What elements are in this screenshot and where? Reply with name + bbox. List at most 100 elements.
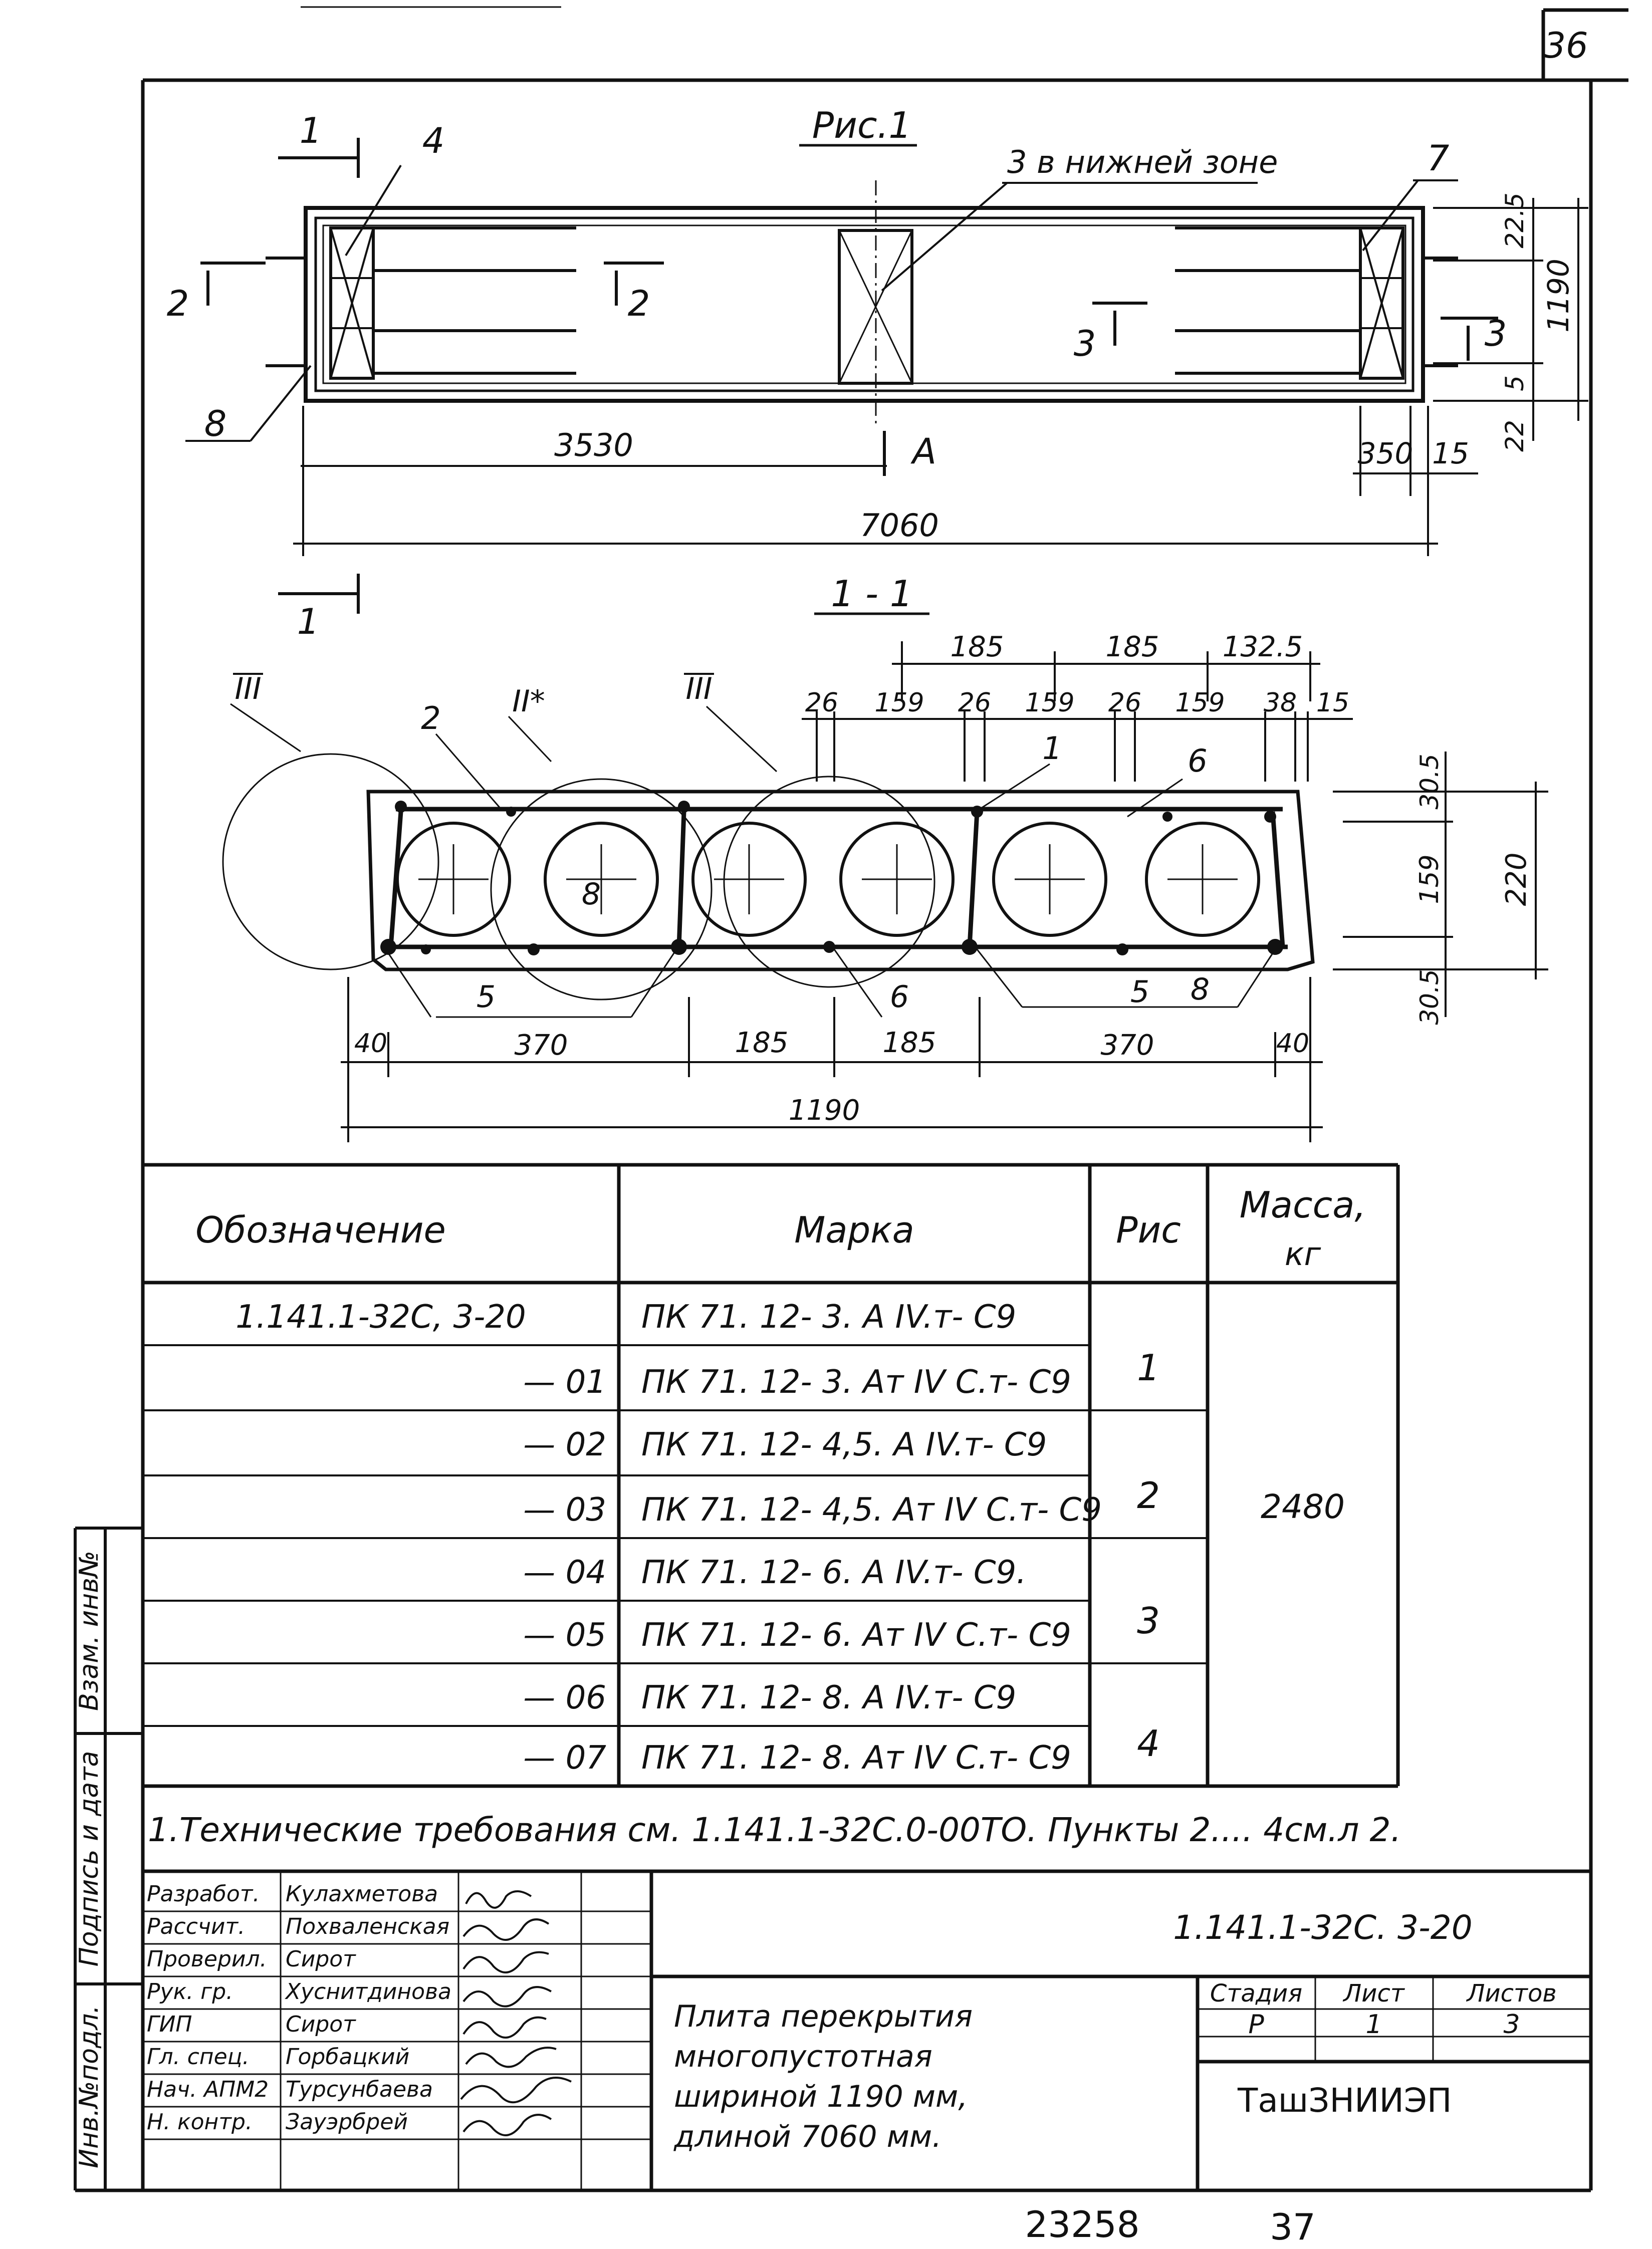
top-dim-2-2: 26 — [958, 688, 991, 718]
callout-8: 8 — [204, 403, 227, 444]
cut-3-right: 3 — [1485, 313, 1507, 354]
cut-1-top: 1 — [300, 110, 322, 151]
row-7-designation: — 07 — [523, 1739, 606, 1777]
top-dim-2-7: 15 — [1316, 688, 1349, 718]
dim-15: 15 — [1432, 436, 1469, 470]
right-dim-2: 220 — [1500, 853, 1533, 906]
dim-7060: 7060 — [860, 507, 939, 544]
side-stamp: Взам. инв№ Подпись и дата Инв.№подл. — [74, 1527, 143, 2190]
name-2: Сирот — [286, 1946, 356, 1972]
row-5-mark: ПК 71. 12- 6. Ат IV С.т- С9 — [641, 1617, 1071, 1654]
label-1: 1 — [1042, 730, 1062, 767]
label-III-mid: III — [685, 671, 712, 706]
cut-2-right: 2 — [628, 283, 650, 324]
view-A-label: А — [910, 431, 936, 472]
bottom-dim-total: 1190 — [789, 1094, 860, 1127]
bottom-left-number: 23258 — [1025, 2203, 1139, 2245]
right-dim-0: 30.5 — [1415, 754, 1444, 809]
row-4-designation: — 04 — [523, 1554, 606, 1591]
right-dim-1: 159 — [1414, 854, 1445, 904]
top-dim-1-2: 132.5 — [1223, 631, 1303, 663]
cut-1-bottom: 1 — [297, 601, 320, 642]
name-4: Сирот — [286, 2012, 356, 2037]
fig-1: 1 — [1137, 1347, 1160, 1389]
dim-350: 350 — [1358, 436, 1413, 470]
dim-22: 22 — [1500, 420, 1529, 452]
stamp-podpis: Подпись и дата — [74, 1751, 104, 1967]
signatures — [460, 1890, 572, 2136]
role-1: Рассчит. — [147, 1914, 245, 1939]
top-dim-2-3: 159 — [1025, 688, 1074, 718]
top-dim-2-4: 26 — [1108, 688, 1141, 718]
label-III-left: III — [234, 671, 261, 706]
role-0: Разработ. — [147, 1881, 260, 1907]
label-6-top: 6 — [1188, 742, 1207, 779]
top-dim-2-6: 38 — [1264, 688, 1297, 718]
mass-value: 2480 — [1261, 1487, 1345, 1526]
role-5: Гл. спец. — [147, 2044, 250, 2070]
dim-5: 5 — [1500, 375, 1529, 391]
description-0: Плита перекрытия — [674, 1999, 973, 2034]
figure-1-plan: Рис.1 — [167, 104, 1588, 642]
section-1-1: 1 - 1 — [222, 573, 1548, 1142]
doc-code: 1.141.1-32С. 3-20 — [1173, 1908, 1473, 1947]
role-7: Н. контр. — [147, 2109, 253, 2135]
row-1-designation: — 01 — [523, 1364, 606, 1401]
dim-22-5: 22.5 — [1500, 192, 1529, 248]
header-mass: Масса, — [1240, 1184, 1366, 1226]
stage-value: Р — [1248, 2010, 1264, 2040]
role-4: ГИП — [147, 2012, 192, 2037]
top-dim-2-0: 26 — [805, 688, 838, 718]
name-3: Хуснитдинова — [285, 1979, 451, 2005]
bottom-dim-4: 370 — [1101, 1029, 1154, 1062]
top-dim-1-0: 185 — [951, 631, 1004, 663]
top-dim-2-5: 159 — [1175, 688, 1225, 718]
row-3-mark: ПК 71. 12- 4,5. Ат IV С.т- С9 — [641, 1491, 1102, 1529]
spec-table: Обозначение Марка Рис Масса, кг 1.141.1-… — [143, 1163, 1400, 1788]
label-II-star: II* — [512, 684, 545, 719]
name-7: Зауэрбрей — [286, 2109, 408, 2135]
header-designation: Обозначение — [195, 1209, 446, 1251]
description-3: длиной 7060 мм. — [673, 2119, 941, 2154]
bottom-dim-1: 370 — [515, 1029, 568, 1062]
sheet-frame — [75, 6, 1628, 2192]
bottom-dim-0: 40 — [354, 1029, 387, 1059]
stamp-inv: Инв.№подл. — [74, 2005, 104, 2168]
callout-7: 7 — [1427, 138, 1450, 179]
label-2: 2 — [421, 700, 440, 736]
label-8-left: 8 — [582, 877, 601, 912]
description-1: многопустотная — [674, 2039, 932, 2074]
label-6-bottom: 6 — [890, 979, 909, 1015]
label-5-right: 5 — [1130, 974, 1149, 1010]
bottom-right-number: 37 — [1270, 2206, 1316, 2248]
row-0-designation: 1.141.1-32С, 3-20 — [235, 1299, 526, 1336]
row-6-mark: ПК 71. 12- 8. А IV.т- С9 — [641, 1679, 1016, 1716]
figure-1-title: Рис.1 — [812, 104, 912, 146]
fig-4: 4 — [1137, 1722, 1160, 1765]
top-dim-1-1: 185 — [1106, 631, 1159, 663]
row-6-designation: — 06 — [523, 1679, 606, 1716]
fig-3: 3 — [1137, 1600, 1160, 1642]
role-2: Проверил. — [147, 1946, 267, 1972]
stage-label: Стадия — [1210, 1979, 1302, 2008]
dim-3530: 3530 — [554, 427, 633, 463]
dim-1190-vert: 1190 — [1541, 259, 1575, 333]
right-dim-3: 30.5 — [1415, 969, 1444, 1025]
label-5-left: 5 — [477, 979, 496, 1015]
row-7-mark: ПК 71. 12- 8. Ат IV С.т- С9 — [641, 1739, 1071, 1777]
bottom-dim-3: 185 — [883, 1027, 936, 1059]
name-1: Похваленская — [286, 1914, 449, 1939]
name-0: Кулахметова — [286, 1881, 438, 1907]
sheet-value: 1 — [1365, 2010, 1382, 2040]
title-block: Разработ. Рассчит. Проверил. Рук. гр. ГИ… — [143, 1869, 1591, 2190]
page-number: 36 — [1543, 25, 1588, 66]
header-mass-unit: кг — [1285, 1236, 1321, 1273]
top-dim-2-1: 159 — [874, 688, 924, 718]
cut-3-left: 3 — [1074, 323, 1096, 364]
fig-2: 2 — [1137, 1474, 1160, 1517]
row-2-mark: ПК 71. 12- 4,5. А IV.т- С9 — [641, 1426, 1047, 1463]
sheets-label: Листов — [1466, 1979, 1556, 2008]
stamp-vzam: Взам. инв№ — [74, 1551, 104, 1711]
name-5: Горбацкий — [286, 2044, 409, 2070]
